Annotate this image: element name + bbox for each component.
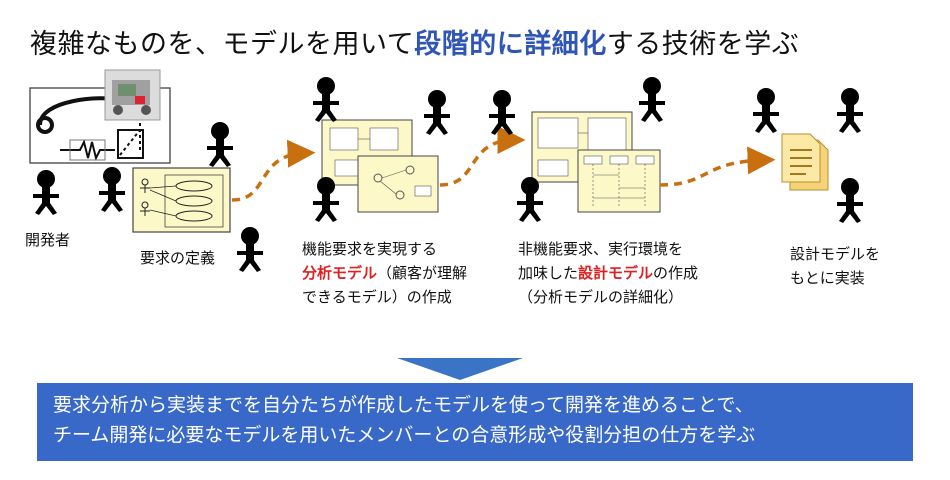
document-icon: [781, 133, 829, 191]
person-icon: [837, 178, 863, 223]
title-highlight: 段階的に詳細化: [414, 29, 607, 60]
developer-label: 開発者: [25, 231, 71, 249]
dashed-arrow-icon: [231, 126, 776, 202]
requirements-label: 要求の定義: [140, 249, 216, 267]
down-arrow-icon: [397, 358, 523, 380]
person-icon: [517, 177, 543, 222]
person-icon: [99, 167, 125, 212]
summary-line-1: 要求分析から実装までを自分たちが作成したモデルを使って開発を進めることで、: [53, 394, 754, 416]
robot-photo: [104, 69, 161, 121]
person-icon: [837, 88, 863, 133]
use-case-diagram-icon: [132, 167, 231, 233]
implementation-step: 設計モデルを もとに実装: [790, 245, 881, 287]
page-title: 複雑なものを、モデルを用いて段階的に詳細化する技術を学ぶ: [30, 29, 800, 60]
person-icon: [33, 170, 59, 215]
person-icon: [753, 88, 779, 133]
person-icon: [207, 122, 233, 167]
design-model-step: 非機能要求、実行環境を 加味した設計モデルの作成 （分析モデルの詳細化）: [518, 240, 699, 306]
summary-box: 要求分析から実装までを自分たちが作成したモデルを使って開発を進めることで、 チー…: [37, 383, 913, 461]
person-icon: [489, 90, 515, 135]
summary-line-2: チーム開発に必要なモデルを用いたメンバーとの合意形成や役割分担の仕方を学ぶ: [53, 424, 756, 446]
robot-sketch: [29, 69, 171, 164]
person-icon: [639, 77, 665, 122]
person-icon: [424, 90, 450, 135]
person-icon: [237, 227, 263, 272]
analysis-model-step: 機能要求を実現する 分析モデル（顧客が理解 できるモデル）の作成: [302, 240, 468, 306]
analysis-model-emphasis: 分析モデル: [302, 264, 378, 282]
analysis-model-diagram-icon: [321, 119, 439, 213]
uml-diagram-icon: [531, 111, 661, 213]
person-icon: [313, 77, 339, 122]
design-model-emphasis: 設計モデル: [578, 264, 654, 282]
